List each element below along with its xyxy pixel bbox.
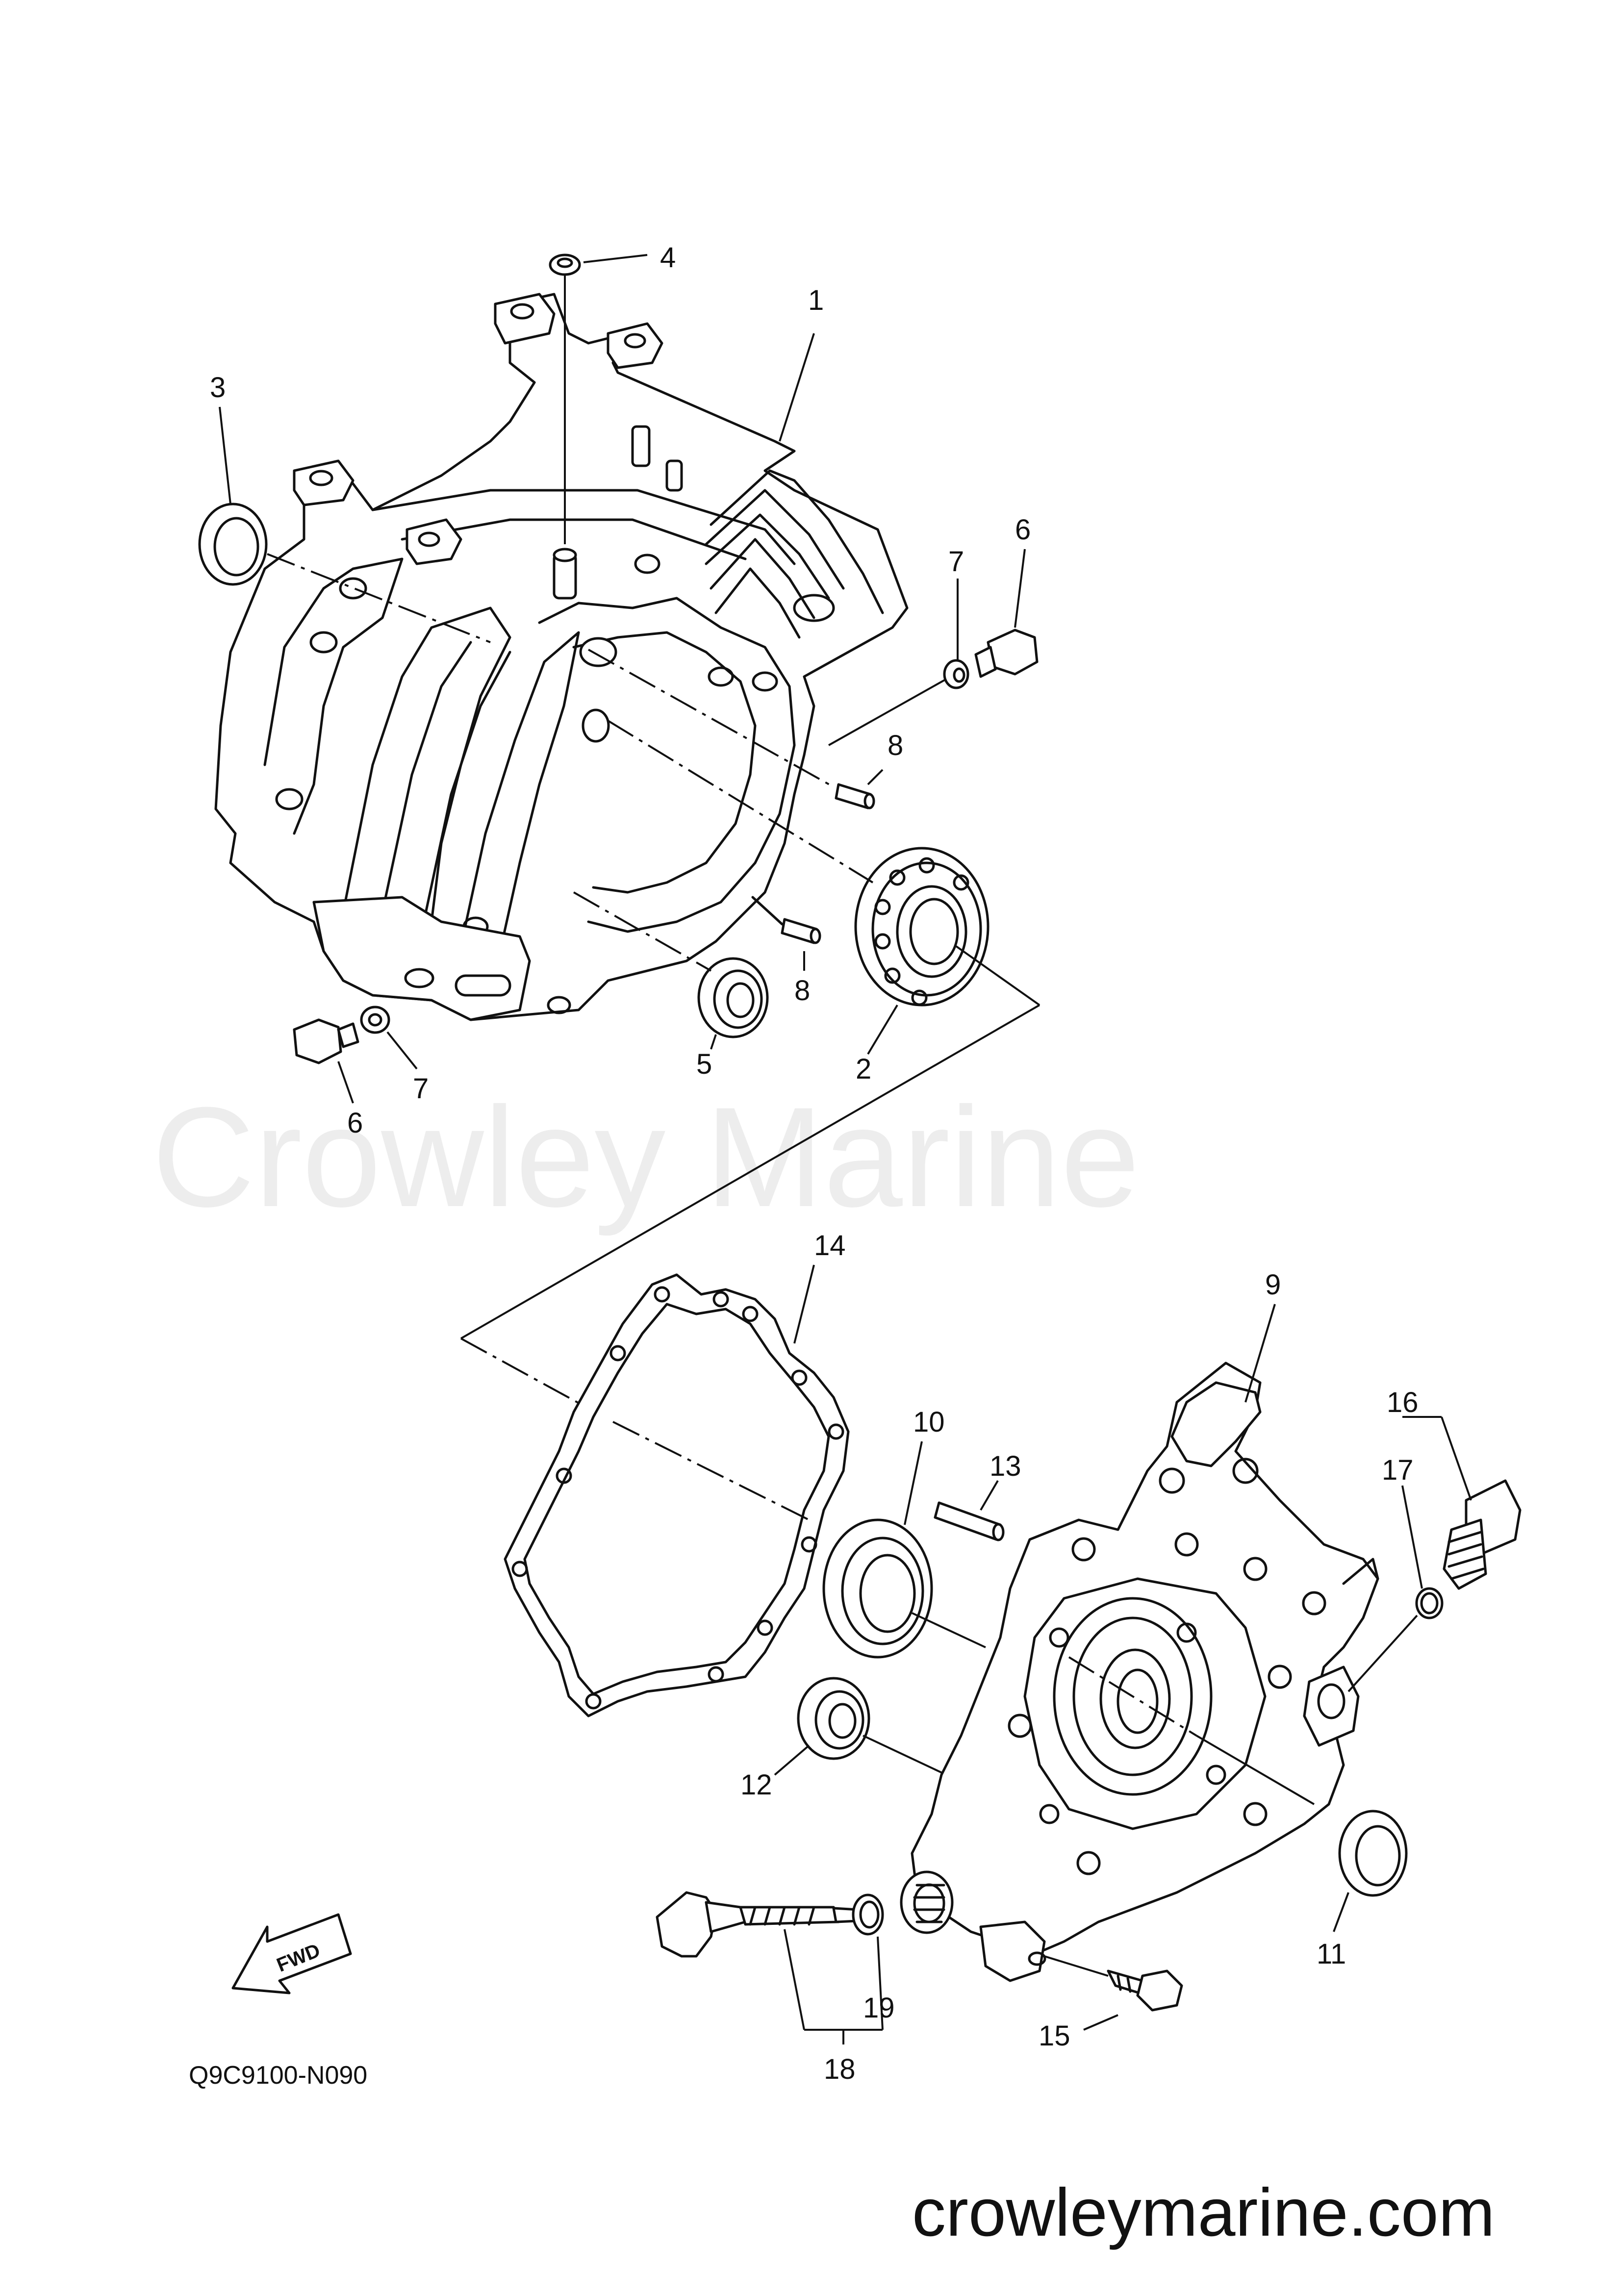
fwd-arrow-icon: FWD	[231, 1913, 352, 1994]
part-13-dowel-pin	[934, 1501, 1005, 1541]
part-9-crankcase-cover	[900, 1362, 1379, 1982]
part-19-o-ring	[852, 1893, 884, 1936]
callout-13: 13	[990, 1450, 1021, 1482]
part-8-dowel-upper	[835, 783, 875, 809]
callout-6-upper: 6	[1015, 514, 1031, 546]
callout-7-lower: 7	[413, 1073, 429, 1105]
callout-12: 12	[740, 1769, 772, 1801]
callout-11: 11	[1317, 1938, 1346, 1970]
callout-8-upper: 8	[888, 730, 903, 761]
part-4-washer	[549, 253, 581, 276]
callout-17: 17	[1382, 1454, 1414, 1486]
website-text: crowleymarine.com	[912, 2175, 1495, 2250]
callout-2: 2	[856, 1053, 871, 1085]
part-11-oil-seal	[1338, 1810, 1408, 1897]
callout-9: 9	[1265, 1269, 1281, 1301]
callout-3: 3	[210, 372, 226, 404]
callout-18: 18	[824, 2053, 856, 2085]
part-2-bearing	[854, 847, 990, 1007]
part-7-washer-upper	[943, 659, 969, 689]
part-17-o-ring	[1415, 1587, 1444, 1619]
callout-16: 16	[1387, 1387, 1419, 1418]
part-3-oil-seal	[198, 503, 268, 586]
part-7-washer-lower	[360, 1006, 390, 1034]
callout-1: 1	[808, 284, 824, 316]
callout-6-lower: 6	[347, 1107, 363, 1139]
callout-labels: 4 1 3 7 6 8 8 2 5 7 6 14 9 10 13 16 17 1…	[210, 242, 1419, 2085]
callout-5: 5	[696, 1048, 712, 1080]
callout-10: 10	[913, 1406, 945, 1438]
callout-14: 14	[814, 1230, 846, 1262]
part-8-dowel-lower	[781, 918, 821, 944]
watermark-text: Crowley Marine	[152, 1078, 1140, 1237]
part-12-bearing	[797, 1677, 870, 1760]
callout-7-upper: 7	[948, 546, 964, 578]
diagram-code: Q9C9100-N090	[189, 2061, 367, 2090]
callout-4: 4	[660, 242, 676, 274]
crankcase-drawing	[214, 293, 909, 1021]
part-15-bolt	[1107, 1969, 1183, 2012]
part-16-filler-plug	[1443, 1479, 1522, 1590]
part-5-bearing	[697, 957, 769, 1038]
part-6-bolt-upper	[974, 629, 1039, 678]
callout-15: 15	[1039, 2020, 1070, 2052]
part-18-dipstick	[656, 1891, 860, 1958]
part-6-bolt-lower	[293, 1018, 359, 1064]
leader-lines	[219, 254, 1472, 2044]
callout-19: 19	[863, 1992, 895, 2024]
part-10-oil-seal	[822, 1518, 933, 1659]
callout-8-lower: 8	[794, 975, 810, 1007]
part-14-gasket	[504, 1273, 850, 1717]
